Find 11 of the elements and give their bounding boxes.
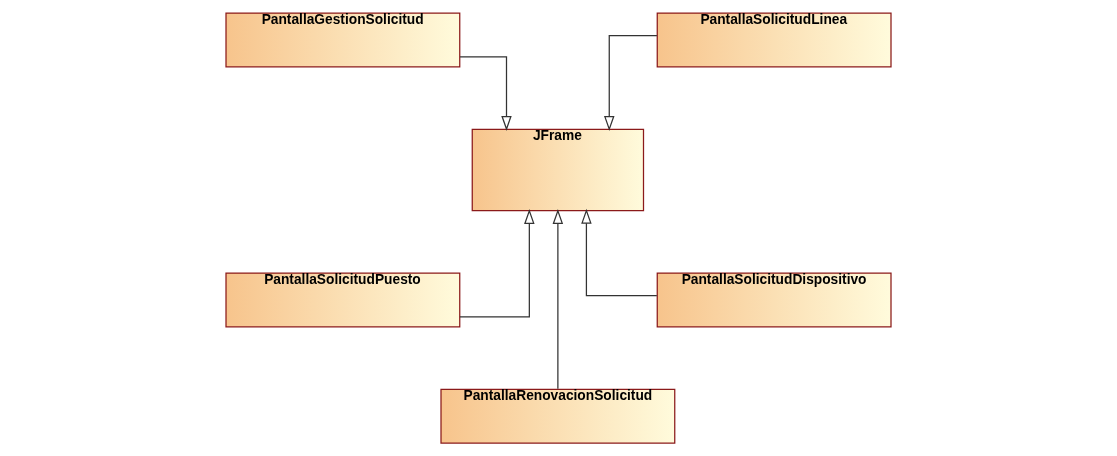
node-box: PantallaSolicitudPuesto xyxy=(225,272,461,328)
node-box: JFrame xyxy=(471,128,645,212)
node-box: PantallaRenovacionSolicitud xyxy=(440,388,676,444)
node-box: PantallaSolicitudLinea xyxy=(656,12,892,68)
arrow xyxy=(459,56,512,131)
node-box: PantallaSolicitudDispositivo xyxy=(656,272,892,328)
node-box: PantallaGestionSolicitud xyxy=(225,12,461,68)
arrow xyxy=(459,208,535,318)
arrow xyxy=(604,34,658,132)
arrow xyxy=(552,208,564,390)
arrow xyxy=(581,208,658,297)
